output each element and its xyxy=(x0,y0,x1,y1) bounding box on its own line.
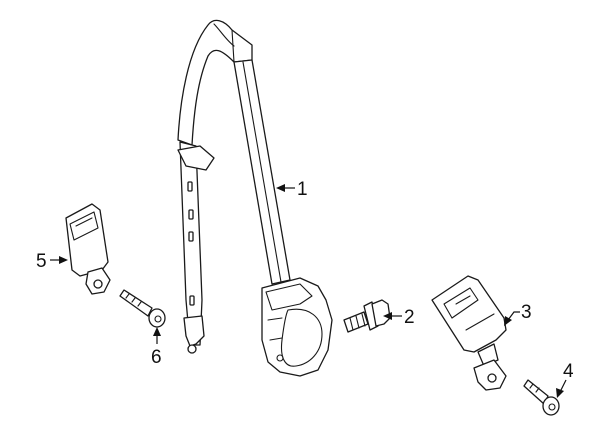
arrowhead-2 xyxy=(383,312,392,320)
callout-5: 5 xyxy=(36,251,47,272)
part-3-right-buckle xyxy=(431,275,507,391)
bolt-2-head xyxy=(371,299,391,327)
callout-3: 3 xyxy=(521,302,532,323)
arrowhead-6 xyxy=(153,327,161,336)
belt-left-strap xyxy=(179,141,203,346)
bolt-4-head xyxy=(542,396,560,416)
arrowhead-1 xyxy=(276,184,285,192)
arrowhead-5 xyxy=(59,256,68,264)
part-1-seat-belt-assembly xyxy=(177,19,333,377)
leader-3 xyxy=(507,311,520,321)
callout-6: 6 xyxy=(151,347,162,368)
buckle-3-body xyxy=(431,275,507,353)
callout-2: 2 xyxy=(404,307,415,328)
bolt-6-head xyxy=(148,308,166,328)
buckle-5-body xyxy=(65,203,109,277)
belt-retractor xyxy=(261,277,333,377)
belt-lower-anchor-tab xyxy=(183,315,205,347)
leader-lines xyxy=(50,184,567,398)
arrowhead-4 xyxy=(556,388,564,398)
callout-labels: 1 2 3 4 5 6 xyxy=(36,179,574,382)
callout-4: 4 xyxy=(563,361,574,382)
part-4-bolt xyxy=(523,379,560,416)
bolt-6-shaft xyxy=(119,289,153,317)
callout-1: 1 xyxy=(297,179,308,200)
part-2-bolt xyxy=(343,299,391,333)
part-6-bolt xyxy=(119,289,166,328)
part-5-left-buckle xyxy=(65,203,111,295)
arrowhead-3 xyxy=(504,316,512,326)
belt-strap-slider xyxy=(177,145,215,171)
